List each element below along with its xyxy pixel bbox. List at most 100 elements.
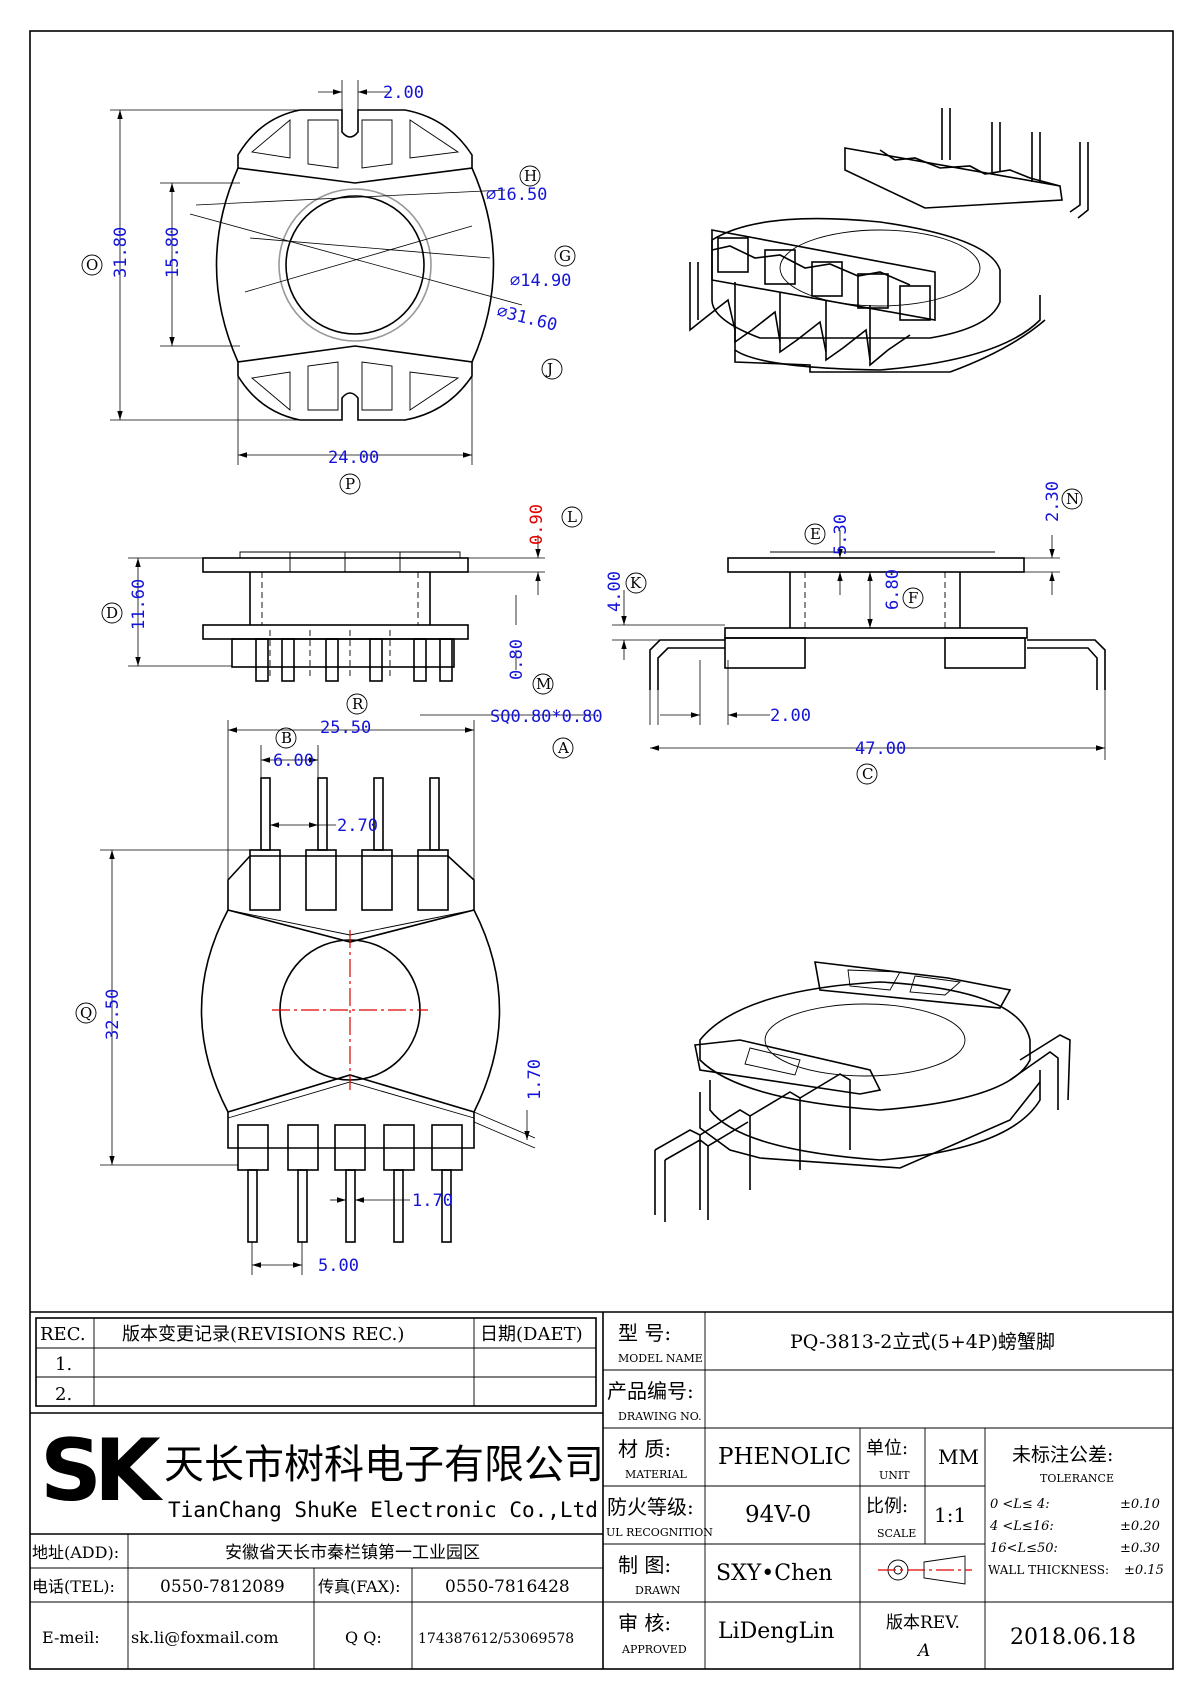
email-value: sk.li@foxmail.com [131,1628,279,1647]
svg-text:A: A [557,739,569,757]
unit-en: UNIT [879,1469,910,1482]
scale-value: 1:1 [934,1503,966,1527]
label-a: A [552,737,574,759]
svg-text:Q: Q [80,1004,92,1022]
dim-overall-47.00: 47.00 [855,739,906,759]
material-cn: 材 质: [618,1437,671,1461]
drawing-en: DRAWING NO. [618,1410,702,1423]
approved-en: APPROVED [621,1643,687,1656]
label-o: O [81,254,103,276]
rev-row-2: 2. [55,1384,72,1405]
dim-diam-g: ⌀14.90 [510,271,571,291]
svg-text:C: C [862,765,873,783]
drawing-cn: 产品编号: [607,1379,694,1403]
date-value: 2018.06.18 [1010,1625,1136,1650]
svg-text:E: E [810,525,821,543]
iso-view-bottom [654,961,1071,1222]
dim-height-11.60: 11.60 [129,579,149,630]
svg-text:R: R [352,695,364,713]
rev-header-rec: REC. [40,1324,86,1345]
label-f: F [902,587,924,609]
email-label: E-meil: [42,1628,100,1647]
material-en: MATERIAL [625,1468,688,1481]
dim-pitch-6.00: 6.00 [273,751,314,771]
tolerance-range-1: 0 <L≤ 4: [990,1497,1050,1512]
svg-text:M: M [536,675,551,693]
dim-outer-height: 31.80 [111,227,131,278]
dim-pin-0.80: 0.80 [507,639,527,680]
label-p: P [339,473,361,495]
label-r: R [346,693,368,715]
svg-text:K: K [630,574,642,592]
company-logo: SK [40,1421,164,1521]
label-b: B [275,727,297,749]
ul-en: UL RECOGNITION [606,1526,713,1539]
scale-en: SCALE [877,1527,916,1540]
drawn-value: SXY•Chen [716,1561,832,1586]
rev-row-1: 1. [55,1354,72,1375]
material-value: PHENOLIC [718,1444,851,1470]
rev-cn: 版本REV. [886,1613,960,1633]
addr-label: 地址(ADD): [32,1543,119,1562]
tel-label: 电话(TEL): [32,1577,115,1596]
dim-wall-1.70: 1.70 [525,1059,545,1100]
drawn-en: DRAWN [635,1584,681,1597]
qq-value: 174387612/53069578 [418,1631,574,1647]
tolerance-value-4: ±0.15 [1124,1563,1164,1578]
svg-text:B: B [281,729,292,747]
front-view: 0.90 11.60 0.80 SQ0.80*0.80 L D M A R [101,504,603,759]
svg-text:G: G [559,247,571,265]
tolerance-range-2: 4 <L≤16: [989,1519,1054,1534]
rev-header-desc: 版本变更记录(REVISIONS REC.) [122,1324,404,1345]
qq-label: Q Q: [345,1628,382,1647]
dim-diam-j: ⌀31.60 [495,301,559,335]
dim-gap-2.70: 2.70 [337,816,378,836]
dim-e-5.30: 5.30 [831,514,851,555]
dim-pin-square: SQ0.80*0.80 [490,707,603,727]
dim-width-24: 24.00 [328,448,379,468]
model-en: MODEL NAME [618,1352,703,1365]
tolerance-range-3: 16<L≤50: [990,1541,1058,1556]
label-h: H [519,165,541,187]
svg-text:N: N [1066,490,1079,508]
tolerance-range-4: WALL THICKNESS: [988,1563,1109,1577]
tolerance-value-2: ±0.20 [1120,1519,1160,1534]
svg-text:D: D [106,604,118,622]
dim-height-32.50: 32.50 [103,989,123,1040]
tolerance-value-3: ±0.30 [1120,1541,1160,1556]
tolerance-value-1: ±0.10 [1120,1497,1160,1512]
side-view: 4.00 5.30 6.80 2.30 2.00 47.00 E K F N C [605,481,1106,785]
company-name-cn: 天长市树科电子有限公司 [164,1442,604,1488]
svg-text:H: H [524,167,537,185]
iso-view-top [689,108,1089,373]
dim-n-2.30: 2.30 [1043,481,1063,522]
dim-pin-2.00: 2.00 [770,706,811,726]
label-g: G [554,245,576,267]
dim-slot-width: 2.00 [383,83,424,103]
dim-flange-0.90: 0.90 [527,504,547,545]
approved-cn: 审 核: [618,1611,671,1635]
label-d: D [101,602,123,624]
scale-cn: 比例: [866,1496,908,1517]
label-l: L [561,506,583,528]
model-cn: 型 号: [618,1321,671,1345]
model-value: PQ-3813-2立式(5+4P)螃蟹脚 [790,1331,1055,1353]
tolerance-title-cn: 未标注公差: [1012,1444,1113,1466]
rev-value: A [916,1641,930,1661]
dim-f-6.80: 6.80 [883,569,903,610]
label-q: Q [75,1002,97,1024]
dim-inner-height: 15.80 [163,227,183,278]
svg-text:P: P [345,475,355,493]
svg-text:L: L [567,508,577,526]
addr-value: 安徽省天长市秦栏镇第一工业园区 [225,1543,480,1563]
ul-value: 94V-0 [745,1502,811,1528]
sheet-border [29,30,1174,1670]
fax-value: 0550-7816428 [445,1577,570,1597]
dim-diam-h: ⌀16.50 [486,185,547,205]
tel-value: 0550-7812089 [160,1577,285,1597]
label-c: C [856,763,878,785]
unit-value: MM [938,1445,979,1469]
company-name-en: TianChang ShuKe Electronic Co.,Ltd [168,1498,598,1522]
svg-text:F: F [908,589,918,607]
